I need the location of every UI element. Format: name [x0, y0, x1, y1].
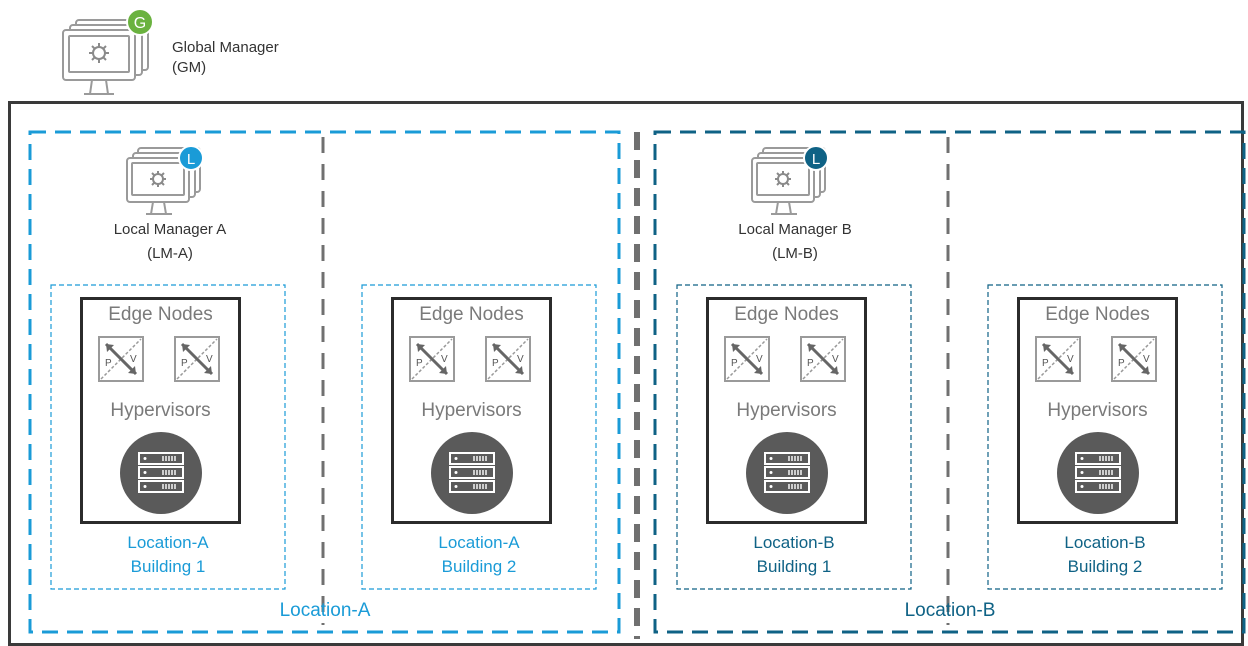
- edge-nodes-title: Edge Nodes: [734, 304, 839, 325]
- router-letter-v: V: [517, 354, 524, 365]
- building-border-2: [361, 284, 597, 590]
- lm-a-label-line1: Local Manager A: [113, 221, 227, 238]
- building-label: Location-A Building 2: [362, 531, 596, 579]
- region-b-border: [653, 130, 1246, 634]
- building-label-location: Location-A: [127, 533, 209, 552]
- edge-nodes-title: Edge Nodes: [1045, 304, 1150, 325]
- router-letter-p: P: [807, 358, 814, 369]
- hypervisors-title: Hypervisors: [1047, 400, 1148, 421]
- edge-nodes-title: Edge Nodes: [108, 304, 213, 325]
- hypervisors-title: Hypervisors: [110, 400, 211, 421]
- gm-label-line2: (GM): [172, 59, 207, 76]
- server-icon: [120, 432, 202, 514]
- local-manager-a-label: Local Manager A (LM-A): [80, 218, 260, 266]
- building-label-building: Building 1: [130, 557, 206, 576]
- router-letter-p: P: [1118, 358, 1125, 369]
- building-label-location: Location-B: [1064, 533, 1146, 552]
- router-letter-v: V: [130, 354, 137, 365]
- building-label-building: Building 1: [756, 557, 832, 576]
- server-icon: [431, 432, 513, 514]
- router-letter-p: P: [416, 358, 423, 369]
- building-label: Location-A Building 1: [51, 531, 285, 579]
- router-letter-p: P: [181, 358, 188, 369]
- edge-nodes-title: Edge Nodes: [419, 304, 524, 325]
- building-label-location: Location-B: [753, 533, 835, 552]
- gm-label-line1: Global Manager: [172, 39, 279, 56]
- server-icon: [1057, 432, 1139, 514]
- local-manager-a-icon: L: [126, 145, 204, 215]
- router-letter-v: V: [206, 354, 213, 365]
- building-label: Location-B Building 1: [677, 531, 911, 579]
- region-a-label: Location-A: [279, 600, 371, 621]
- router-letter-v: V: [832, 354, 839, 365]
- building-label-building: Building 2: [441, 557, 517, 576]
- router-letter-v: V: [756, 354, 763, 365]
- router-letter-p: P: [492, 358, 499, 369]
- local-manager-b-icon: L: [751, 145, 829, 215]
- building-label-location: Location-A: [438, 533, 520, 552]
- lm-b-label-line1: Local Manager B: [738, 221, 852, 238]
- router-letter-p: P: [1042, 358, 1049, 369]
- lm-a-label-line2: (LM-A): [147, 245, 193, 262]
- router-letter-v: V: [1067, 354, 1074, 365]
- router-letter-v: V: [1143, 354, 1150, 365]
- lm-b-label-line2: (LM-B): [772, 245, 818, 262]
- hypervisors-title: Hypervisors: [421, 400, 522, 421]
- region-a-border: [28, 130, 621, 634]
- lm-a-badge-letter: L: [187, 151, 195, 168]
- building-label: Location-B Building 2: [988, 531, 1222, 579]
- server-icon: [746, 432, 828, 514]
- global-manager-label: Global Manager (GM): [172, 38, 279, 78]
- building-border-3: [676, 284, 912, 590]
- lm-b-badge-letter: L: [812, 151, 820, 168]
- local-manager-b-label: Local Manager B (LM-B): [705, 218, 885, 266]
- building-border-1: [50, 284, 286, 590]
- router-letter-p: P: [731, 358, 738, 369]
- region-b-label: Location-B: [904, 600, 996, 621]
- gm-badge-letter: G: [134, 15, 146, 32]
- building-border-4: [987, 284, 1223, 590]
- router-letter-p: P: [105, 358, 112, 369]
- router-letter-v: V: [441, 354, 448, 365]
- global-manager-icon: G: [62, 8, 154, 95]
- hypervisors-title: Hypervisors: [736, 400, 837, 421]
- building-label-building: Building 2: [1067, 557, 1143, 576]
